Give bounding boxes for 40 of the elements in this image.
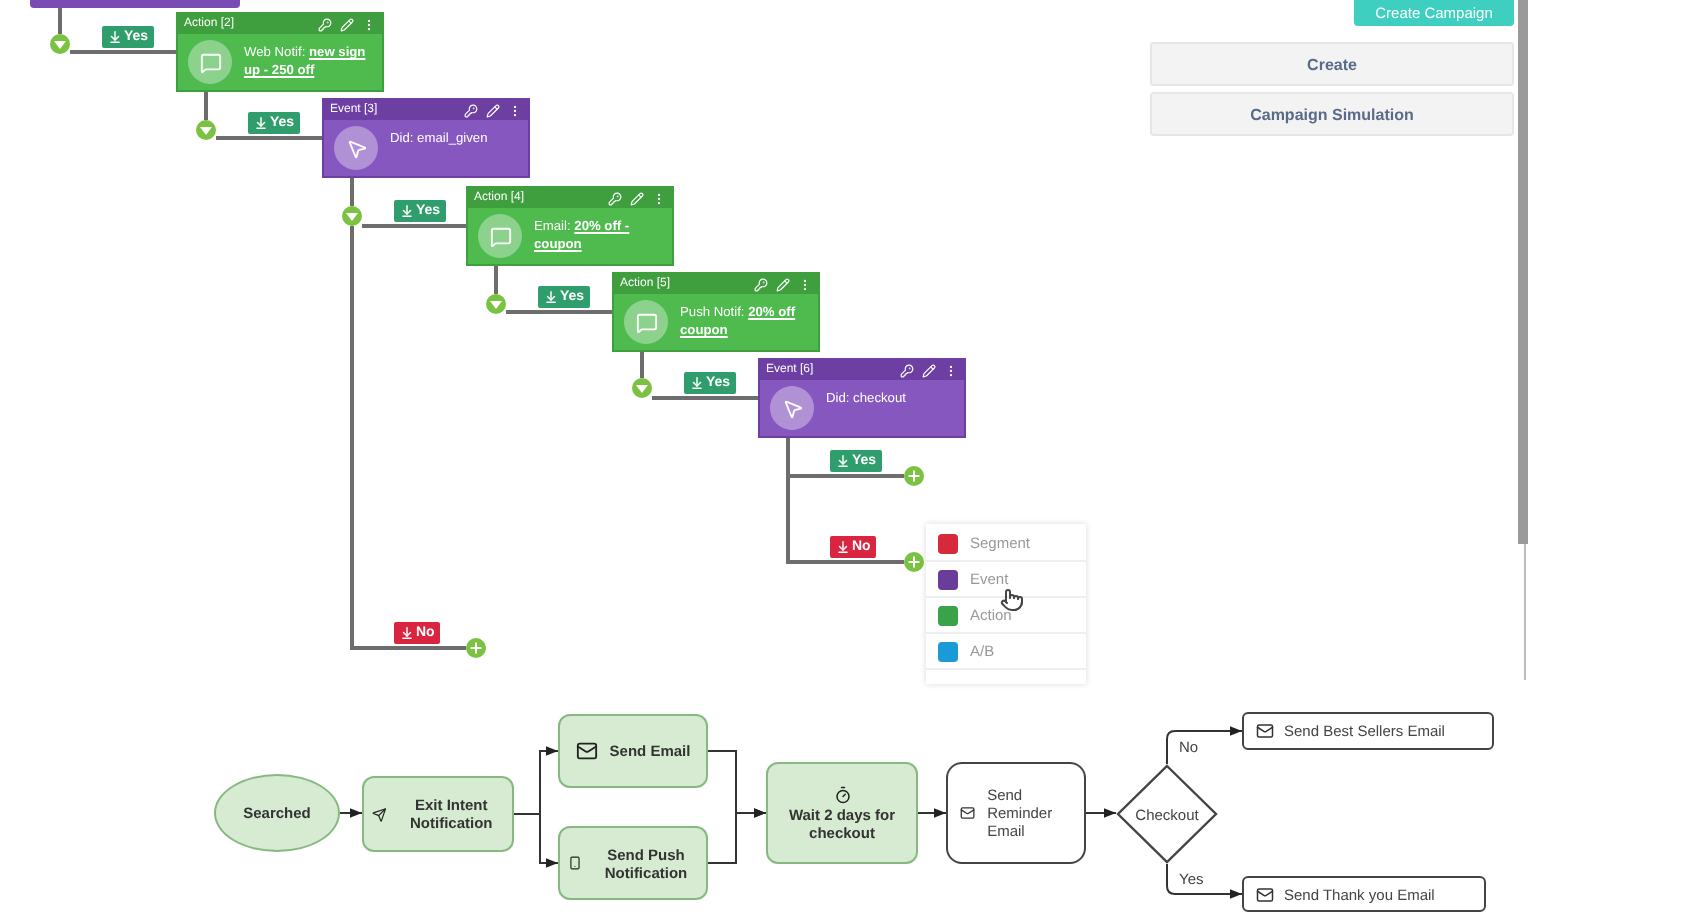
- arrow: [707, 808, 767, 864]
- connector-line: [506, 310, 612, 314]
- collapse-toggle: [50, 34, 70, 54]
- connector-line: [58, 8, 62, 34]
- event-card: [758, 358, 966, 438]
- arrow: [917, 808, 947, 818]
- connector-line: [362, 224, 466, 228]
- process-box: [946, 762, 1086, 864]
- event-card: [322, 98, 530, 178]
- collapse-toggle: [632, 378, 652, 398]
- connector-line: [640, 352, 644, 378]
- action-card: [466, 186, 674, 266]
- arrow: [1166, 726, 1243, 765]
- connector-line: [216, 136, 322, 140]
- arrow: [1085, 808, 1117, 818]
- connector-line: [204, 92, 208, 120]
- connector-line: [652, 396, 758, 400]
- process-box: [558, 826, 708, 900]
- arrow: [1166, 863, 1243, 899]
- action-card: [612, 272, 820, 352]
- collapse-toggle: [342, 206, 362, 226]
- process-box: [1242, 712, 1494, 750]
- add-step-button: [904, 466, 924, 486]
- menu-button: Campaign Simulation: [1150, 92, 1514, 136]
- process-box: [362, 776, 514, 852]
- collapse-toggle: [486, 294, 506, 314]
- add-step-button: [466, 638, 486, 658]
- arrow: [339, 808, 363, 818]
- collapse-toggle: [196, 120, 216, 140]
- process-box: [766, 762, 918, 864]
- connector-line: [350, 226, 466, 650]
- add-step-button: [904, 552, 924, 572]
- connector-line: [494, 266, 498, 294]
- process-box: [1242, 876, 1486, 912]
- connector-line: [350, 178, 354, 206]
- process-box: [558, 714, 708, 788]
- connector-line: [70, 50, 176, 54]
- menu-button: Create: [1150, 42, 1514, 86]
- arrow: [513, 813, 559, 868]
- action-card: [176, 12, 384, 92]
